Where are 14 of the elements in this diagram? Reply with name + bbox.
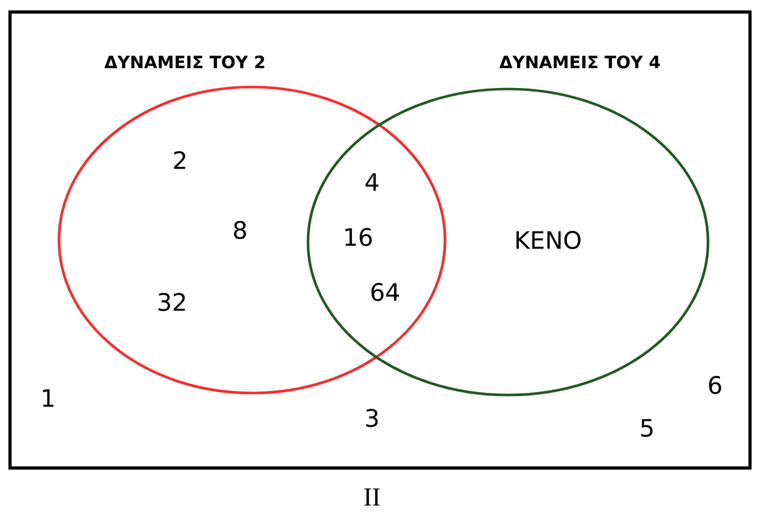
universe-rectangle bbox=[8, 10, 752, 470]
element-label: 2 bbox=[174, 151, 186, 169]
element-label: 1 bbox=[43, 389, 54, 407]
element-label: 4 bbox=[366, 173, 378, 191]
element-label: 8 bbox=[234, 220, 246, 240]
set-heading: ΔΥΝΑΜΕΙΣ ΤΟΥ 2 bbox=[104, 56, 264, 68]
element-label: 5 bbox=[641, 419, 653, 437]
element-label: 16 bbox=[345, 228, 372, 246]
element-label: 3 bbox=[366, 408, 378, 428]
caption: ΙΙ bbox=[364, 488, 380, 506]
element-label: 32 bbox=[158, 292, 185, 312]
element-label: 64 bbox=[371, 282, 399, 302]
set-heading: ΔΥΝΑΜΕΙΣ ΤΟΥ 4 bbox=[499, 56, 660, 68]
element-label: ΚΕΝΟ bbox=[516, 230, 581, 250]
